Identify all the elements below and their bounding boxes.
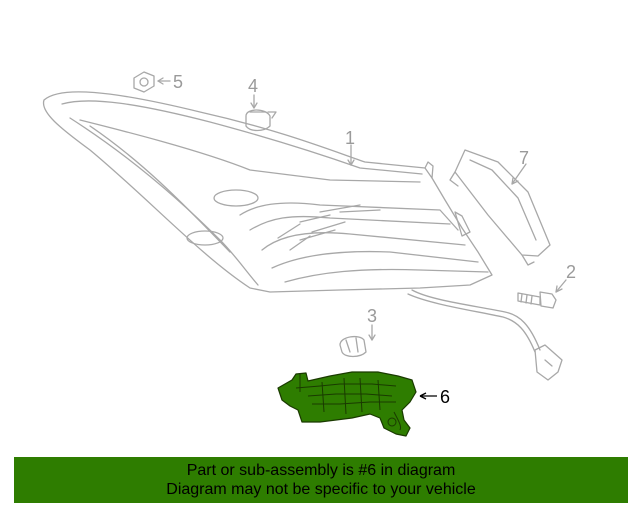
clip-part-3 xyxy=(339,335,367,358)
callout-5: 5 xyxy=(173,72,183,92)
gasket-part-7 xyxy=(449,149,551,266)
clip-part-4 xyxy=(245,109,277,132)
callout-1: 1 xyxy=(345,128,355,148)
footer-line-2: Diagram may not be specific to your vehi… xyxy=(166,481,476,498)
arrowhead-1 xyxy=(347,159,355,166)
footer-line-1: Part or sub-assembly is #6 in diagram xyxy=(186,462,456,479)
tail-lamp-housing xyxy=(42,91,563,381)
arrowhead-3 xyxy=(368,334,376,341)
bracket-part-6-highlighted[interactable] xyxy=(277,371,417,437)
callout-2: 2 xyxy=(566,262,576,282)
arrowhead-2 xyxy=(555,285,563,293)
nut-part-5 xyxy=(133,71,155,93)
bolt-part-2 xyxy=(517,291,557,309)
arrowhead-4 xyxy=(250,102,258,109)
leader-lines xyxy=(157,80,567,341)
callout-4: 4 xyxy=(248,76,258,96)
callout-6: 6 xyxy=(440,387,450,407)
leader-line-6 xyxy=(419,392,437,400)
arrowhead-7 xyxy=(511,177,519,185)
footer-notice-banner: Part or sub-assembly is #6 in diagram Di… xyxy=(14,457,628,503)
callout-7: 7 xyxy=(519,148,529,168)
arrowhead-5 xyxy=(157,77,164,85)
callout-3: 3 xyxy=(367,306,377,326)
